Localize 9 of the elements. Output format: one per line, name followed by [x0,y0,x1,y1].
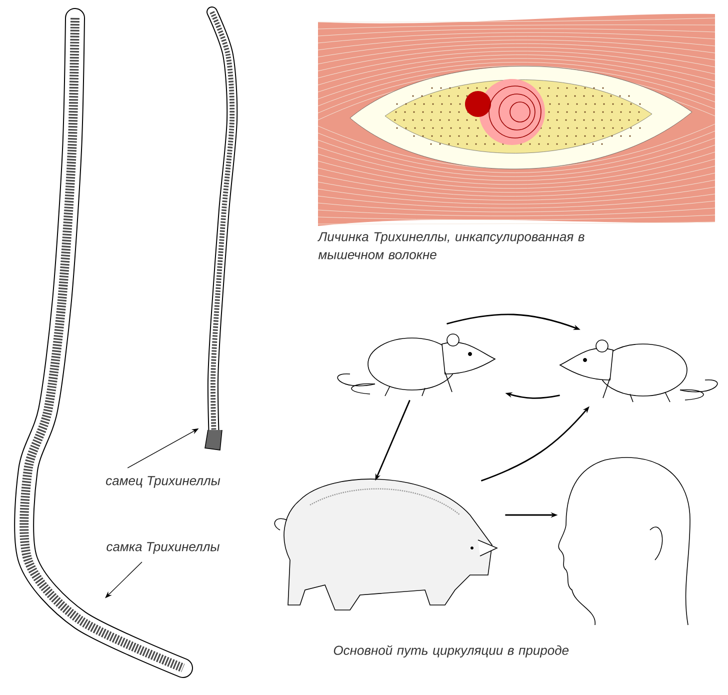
head-silhouette-drawing [558,457,690,626]
worm-drawing [204,6,238,450]
caption-text: самец Трихинеллы [106,476,220,488]
caption-text: Основной путь циркуляции в природе [334,645,569,658]
rat-drawing [560,340,718,402]
pig-drawing [274,478,498,610]
caption-text: Личинка Трихинеллы, инкапсулированная в мышечном волокне [318,232,584,260]
rat-drawing [337,334,496,396]
caption-text: самка Трихинеллы [106,542,220,554]
